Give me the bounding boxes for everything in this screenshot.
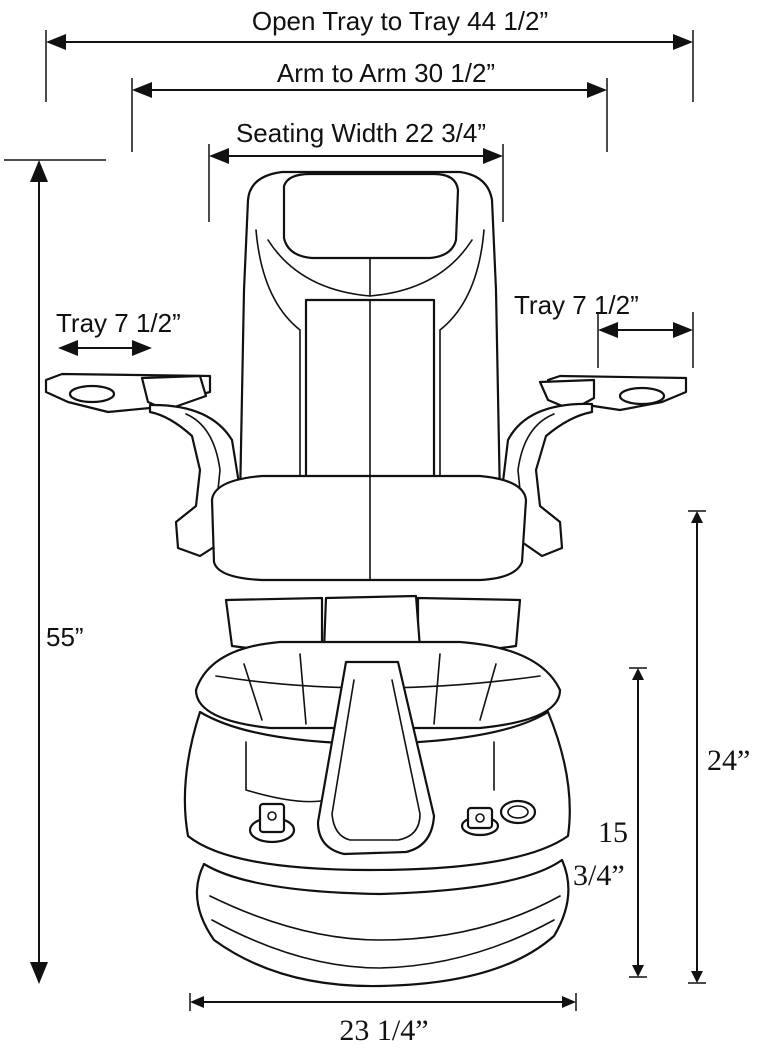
dimension-height-total: [4, 159, 106, 984]
arm-to-arm-label: Arm to Arm 30 1/2”: [277, 58, 495, 88]
height-seat-label: 24”: [707, 744, 750, 777]
right-tray: [538, 374, 688, 412]
right-faucet: [460, 806, 500, 837]
open-tray-label: Open Tray to Tray 44 1/2”: [252, 6, 548, 36]
dimension-arm-to-arm: [131, 78, 608, 152]
seating-width-label: Seating Width 22 3/4”: [236, 118, 486, 148]
dimension-tray-left: [58, 340, 152, 356]
height-basin-label-line2: 3/4”: [573, 859, 625, 892]
dimension-base-width: [189, 993, 577, 1011]
left-tray: [44, 372, 212, 414]
tray-right-label: Tray 7 1/2”: [514, 290, 639, 320]
dimension-seating-width: [208, 144, 504, 222]
dimension-open-tray: [45, 30, 694, 102]
dimension-height-basin: [629, 667, 647, 978]
dimension-tray-right: [597, 312, 694, 368]
footrest-pole: [316, 660, 436, 856]
chair-illustration: [44, 170, 688, 988]
tray-left-label: Tray 7 1/2”: [56, 308, 181, 338]
base-width-label: 23 1/4”: [339, 1014, 428, 1047]
height-total-label: 55”: [46, 622, 84, 652]
dimension-height-seat: [688, 510, 706, 984]
height-basin-label-line1: 15: [598, 816, 628, 849]
drain-button: [499, 799, 537, 825]
headrest: [267, 172, 473, 297]
seat-cushion: [210, 474, 528, 582]
left-faucet: [248, 802, 296, 844]
